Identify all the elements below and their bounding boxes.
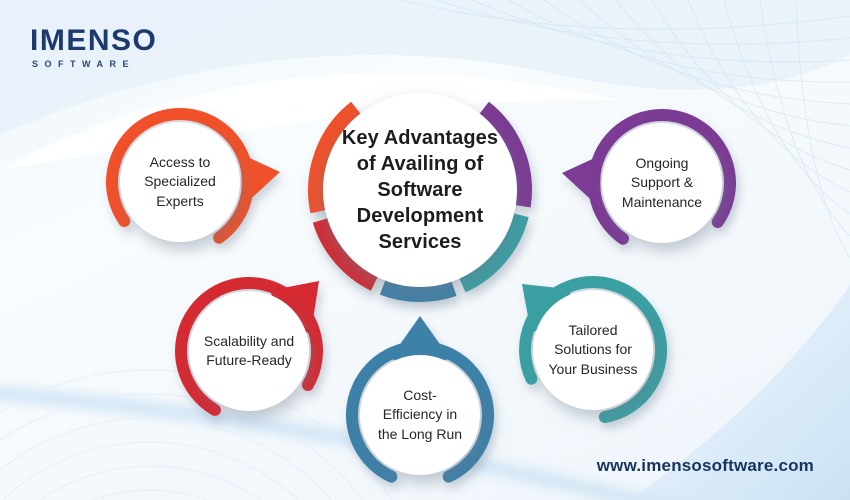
title-line: Services	[378, 231, 462, 253]
logo-subtext: SOFTWARE	[32, 59, 135, 69]
label-line: Cost-	[403, 387, 437, 404]
label-line: Specialized	[144, 173, 216, 190]
title-line: Software	[377, 179, 463, 201]
node-tailored-solutions: Tailored Solutions for Your Business	[533, 290, 653, 410]
label-line: Solutions for	[554, 341, 632, 358]
node-ring-tailored-solutions	[519, 276, 668, 423]
node-ongoing-support: Ongoing Support & Maintenance	[602, 123, 722, 243]
corner-lines-decoration	[399, 0, 850, 259]
label-line: Your Business	[548, 360, 638, 377]
label-line: Future-Ready	[206, 352, 292, 368]
node-label: Scalability and Future-Ready	[204, 332, 294, 371]
hub-circle: Key Advantages of Availing of Software D…	[323, 93, 517, 287]
node-arrow-specialized-experts	[236, 152, 280, 212]
node-arrow-cost-efficiency	[390, 316, 450, 365]
label-line: the Long Run	[377, 425, 463, 442]
hub-ring-segment-purple	[478, 101, 532, 208]
hub-ring-segment-teal	[458, 213, 529, 293]
label-line: Experts	[156, 192, 204, 209]
infographic-title: Key Advantages of Availing of Software D…	[342, 125, 498, 255]
node-arrow-scalability	[269, 281, 319, 335]
node-ring-scalability	[175, 277, 323, 416]
title-line: Key Advantages	[341, 127, 499, 149]
brand-logo: IMENSO SOFTWARE	[30, 24, 158, 70]
website-link[interactable]: www.imensosoftware.com	[596, 456, 814, 475]
hub-ring	[308, 101, 532, 302]
label-line: Scalability and	[203, 332, 295, 349]
logo-wordmark: IMENSO	[30, 24, 158, 57]
node-arrow-tailored-solutions	[522, 284, 573, 334]
node-arrow-ongoing-support	[562, 153, 606, 213]
label-line: Access to	[149, 154, 211, 171]
node-scalability: Scalability and Future-Ready	[189, 291, 309, 411]
node-label: Cost- Efficiency in the Long Run	[378, 386, 462, 444]
title-line: of Availing of	[356, 153, 484, 175]
node-specialized-experts: Access to Specialized Experts	[120, 122, 240, 242]
label-line: Maintenance	[621, 193, 703, 210]
ripple-lines-decoration	[0, 369, 393, 500]
hub-ring-segment-red	[312, 217, 379, 291]
label-line: Ongoing	[635, 155, 689, 172]
node-label: Access to Specialized Experts	[144, 153, 216, 211]
node-label: Tailored Solutions for Your Business	[549, 321, 638, 379]
bottom-wave	[0, 380, 693, 500]
label-line: Support &	[630, 174, 694, 191]
hub-ring-segment-blue	[379, 279, 457, 302]
node-label: Ongoing Support & Maintenance	[622, 154, 702, 212]
node-cost-efficiency: Cost- Efficiency in the Long Run	[360, 355, 480, 475]
label-line: Efficiency in	[382, 406, 458, 423]
hub-ring-segment-orange	[308, 101, 362, 214]
top-wave-band	[0, 0, 850, 170]
label-line: Tailored	[568, 322, 618, 339]
bottom-right-wash	[630, 285, 850, 500]
title-line: Development	[356, 205, 484, 227]
